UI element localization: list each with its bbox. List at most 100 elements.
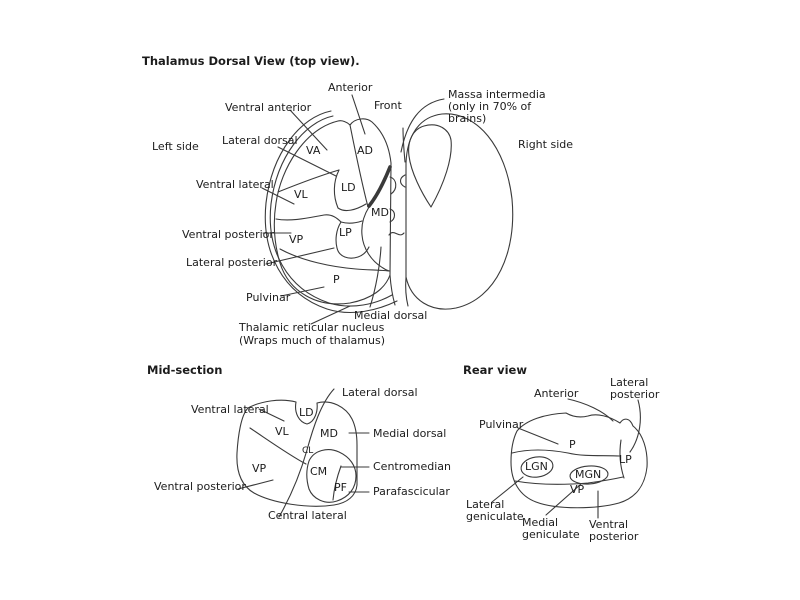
leader-anterior xyxy=(351,94,366,135)
reticular-outer-arc xyxy=(264,110,398,314)
label-ventral-lateral: Ventral lateral xyxy=(196,178,274,191)
rear-lp-edge xyxy=(619,439,625,479)
leader-rear-lateral-posterior xyxy=(629,399,641,453)
midsection-outline xyxy=(236,399,358,507)
leader-lateral-posterior xyxy=(265,247,335,265)
reticular-inner-arc xyxy=(269,115,393,307)
leader-rear-anterior xyxy=(567,398,614,422)
lp-pocket-top xyxy=(340,220,363,224)
label-rv-lateral-posterior-line1: Lateral xyxy=(610,376,649,389)
label-ms-centromedian: Centromedian xyxy=(373,460,451,473)
region-ad: AD xyxy=(357,144,373,157)
region-p: P xyxy=(333,273,340,286)
leader-lateral-dorsal xyxy=(277,146,337,177)
region-md: MD xyxy=(371,206,389,219)
region-ms-md: MD xyxy=(320,427,338,440)
label-lateral-dorsal: Lateral dorsal xyxy=(222,134,298,147)
ad-band-left-edge xyxy=(349,124,369,208)
label-rv-lateral-geniculate-line2: geniculate xyxy=(466,510,524,523)
lgn-ellipse xyxy=(520,456,554,478)
label-reticular-line1: Thalamic reticular nucleus xyxy=(239,321,385,334)
label-medial-dorsal: Medial dorsal xyxy=(354,309,428,322)
region-ms-cl: CL xyxy=(302,446,314,456)
lp-pocket-left xyxy=(335,221,370,259)
left-thalamus-outline xyxy=(273,118,392,305)
label-right-side: Right side xyxy=(518,138,573,151)
region-rv-lp: LP xyxy=(619,453,632,466)
right-thalamus-outline xyxy=(405,113,514,310)
label-anterior: Anterior xyxy=(328,81,373,94)
parafascicular-separator xyxy=(332,465,342,501)
region-ms-vp: VP xyxy=(252,462,267,475)
leader-lateral-geniculate xyxy=(491,476,524,503)
dorsal-view-title: Thalamus Dorsal View (top view). xyxy=(142,54,360,68)
label-rv-ventral-posterior-line1: Ventral xyxy=(589,518,629,531)
midsection-vl-vp-separator xyxy=(249,427,307,465)
region-vl: VL xyxy=(294,188,308,201)
massa-bump-b xyxy=(389,208,396,223)
label-ms-central-lateral: Central lateral xyxy=(268,509,347,522)
midline-right-top xyxy=(402,127,406,163)
region-lp: LP xyxy=(339,226,352,239)
region-rv-vp: VP xyxy=(570,483,585,496)
label-ms-medial-dorsal: Medial dorsal xyxy=(373,427,447,440)
label-ms-lateral-dorsal: Lateral dorsal xyxy=(342,386,418,399)
leader-medial-dorsal xyxy=(369,246,382,308)
label-rv-anterior: Anterior xyxy=(534,387,579,400)
region-rv-lgn: LGN xyxy=(525,460,548,473)
massa-bump-a xyxy=(389,176,397,195)
leader-pulvinar xyxy=(280,286,325,297)
rear-outline xyxy=(510,412,648,509)
label-reticular-line2: (Wraps much of thalamus) xyxy=(239,334,385,347)
massa-bump-d xyxy=(399,174,406,188)
leader-ventral-anterior xyxy=(289,109,328,151)
label-ventral-anterior: Ventral anterior xyxy=(225,101,312,114)
label-massa-intermedia-line3: brains) xyxy=(448,112,487,125)
ld-pocket xyxy=(333,169,367,212)
central-lateral-diagonal xyxy=(278,388,335,518)
vp-p-separator xyxy=(279,248,390,272)
mid-section-title: Mid-section xyxy=(147,363,223,377)
leader-ms-ventral-posterior xyxy=(237,479,274,490)
region-rv-p: P xyxy=(569,438,576,451)
vl-vp-separator xyxy=(275,214,342,223)
label-rv-medial-geniculate-line2: geniculate xyxy=(522,528,580,541)
label-rv-lateral-geniculate-line1: Lateral xyxy=(466,498,505,511)
mid-section-art xyxy=(236,388,370,518)
label-massa-intermedia-line1: Massa intermedia xyxy=(448,88,546,101)
mgn-ellipse xyxy=(569,465,609,485)
label-pulvinar: Pulvinar xyxy=(246,291,291,304)
label-ms-ventral-posterior: Ventral posterior xyxy=(154,480,246,493)
label-massa-intermedia-line2: (only in 70% of xyxy=(448,100,532,113)
label-ventral-posterior: Ventral posterior xyxy=(182,228,274,241)
rear-view-art xyxy=(491,398,648,519)
label-rv-lateral-posterior-line2: posterior xyxy=(610,388,660,401)
region-ld: LD xyxy=(341,181,356,194)
leader-reticular xyxy=(310,305,351,325)
midline-left-tail xyxy=(389,274,396,306)
rear-band-upper xyxy=(511,449,621,457)
leader-medial-geniculate xyxy=(545,483,582,516)
label-lateral-posterior: Lateral posterior xyxy=(186,256,278,269)
internal-medullary-lamina-thick xyxy=(367,165,392,208)
label-rv-medial-geniculate-line1: Medial xyxy=(522,516,559,529)
label-front: Front xyxy=(374,99,402,112)
right-anterior-teardrop xyxy=(408,124,452,208)
label-rv-pulvinar: Pulvinar xyxy=(479,418,524,431)
label-left-side: Left side xyxy=(152,140,199,153)
leader-rear-pulvinar xyxy=(517,427,559,445)
leader-ms-ventral-lateral xyxy=(258,408,285,422)
va-vl-separator xyxy=(277,169,340,193)
label-ms-parafascicular: Parafascicular xyxy=(373,485,450,498)
dorsal-view-art xyxy=(261,94,514,325)
label-rv-ventral-posterior-line2: posterior xyxy=(589,530,639,543)
leader-massa-intermedia xyxy=(400,98,445,153)
region-rv-mgn: MGN xyxy=(575,468,602,481)
region-ms-ld: LD xyxy=(299,406,314,419)
region-va: VA xyxy=(306,144,321,157)
region-ms-pf: PF xyxy=(334,481,347,494)
rear-band-lower xyxy=(514,476,624,485)
region-ms-cm: CM xyxy=(310,465,328,478)
